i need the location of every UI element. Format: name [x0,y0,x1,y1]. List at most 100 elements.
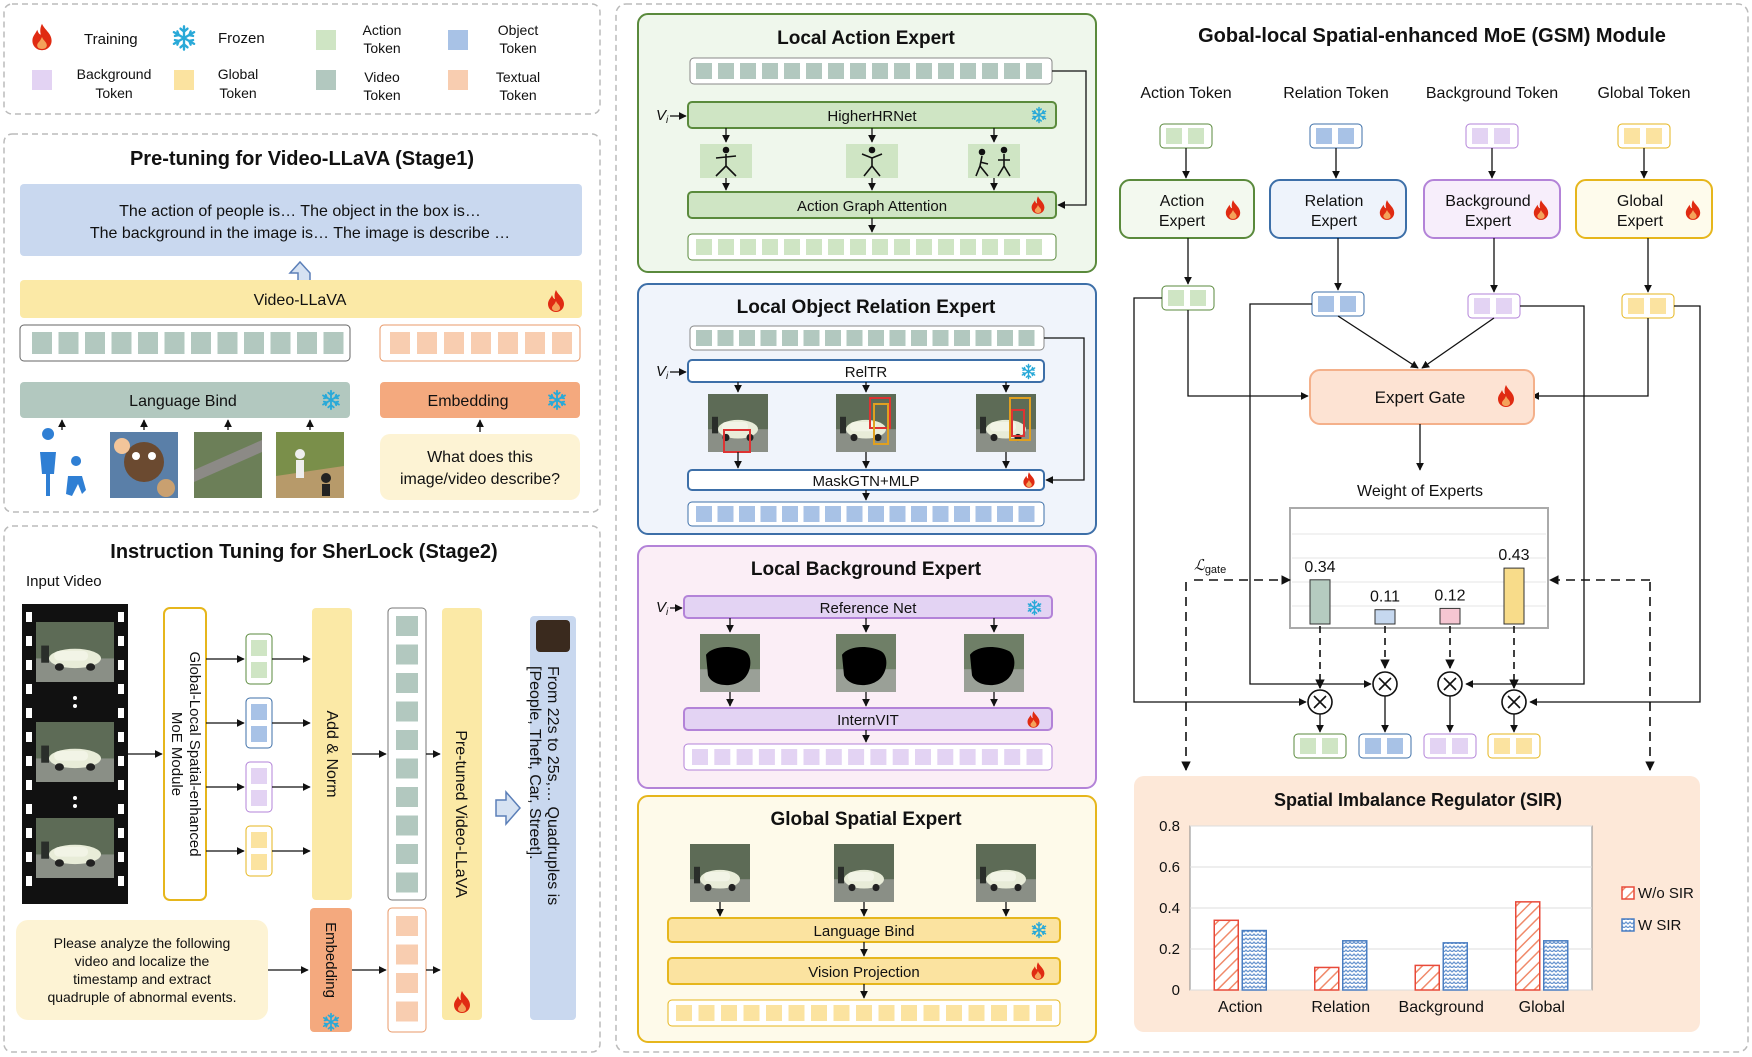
token-cell [946,1005,962,1021]
multiply-icon-glyphs [1313,677,1521,709]
legend-panel: Training Frozen Action Token Object Toke… [3,3,601,115]
token-cell [396,701,418,722]
token-cell [740,63,756,79]
token-cell [740,239,756,255]
gsm-module: Gobal-local Spatial-enhanced MoE (GSM) M… [1119,25,1713,1032]
relation-detection-frames [708,394,1036,453]
token-cell [396,730,418,750]
token-cell [696,506,712,522]
legend-swatch [1621,886,1635,900]
gsm-relation-expert-l2: Expert [1311,213,1358,230]
gsm-global-expert-l1: Global [1617,193,1663,210]
token-cell [58,332,79,354]
token-cell [396,787,418,807]
token-cell [968,1005,985,1021]
token-cell [892,749,909,765]
input-video-label: Input Video [26,573,102,590]
token-cell [894,239,910,255]
token-cell [396,944,418,965]
token-cells [696,63,1042,79]
add-norm-label: Add & Norm [323,710,340,797]
internvit-box [683,707,1053,731]
token-cell [982,63,998,79]
background-token-swatch [32,70,52,90]
video-llava-label: Video-LLaVA [254,292,347,309]
gsm-action-expert-l2: Expert [1159,213,1206,230]
vision-projection-label: Vision Projection [808,964,919,981]
weight-of-experts-label: Weight of Experts [1357,483,1483,500]
instruction-line4: quadruple of abnormal events. [47,989,236,1005]
y-tick-label: 0 [1172,982,1180,999]
token-cell [762,63,778,79]
token-cell [696,63,712,79]
token-cell [1036,1005,1052,1021]
token-cell [297,332,317,354]
action-graph-attention-label: Action Graph Attention [797,198,947,215]
legend-label: W/o SIR [1638,885,1694,902]
token-cell [781,749,798,765]
token-cell [217,332,238,354]
pretuned-llava-box [442,608,482,1020]
sir-bar [1241,929,1267,991]
token-cell [692,749,708,765]
legend-global-token-l2: Token [219,85,256,101]
global-token-swatch [174,70,194,90]
token-cell [828,239,844,255]
token-cell [806,239,822,255]
gsm-token-label-relation: Relation Token [1283,85,1389,102]
token-cell [894,63,910,79]
token-cell [244,332,264,354]
token-cell [138,332,158,354]
token-cell [552,332,572,354]
token-cell [975,506,992,522]
token-cell [954,330,970,346]
token-cell [417,332,437,354]
token-cell [396,872,418,893]
maskgtn-mlp-label: MaskGTN+MLP [812,473,919,490]
token-cell [932,330,949,346]
sir-title: Spatial Imbalance Regulator (SIR) [1274,790,1562,810]
token-cell [718,63,734,79]
legend-training: Training [84,31,138,48]
gsm-action-expert [1119,179,1255,239]
instruction-box [16,920,268,1020]
action-expert-title: Local Action Expert [777,28,955,49]
token-cell [784,63,800,79]
token-cell [1026,239,1042,255]
token-cell [758,749,775,765]
token-cell [1026,749,1043,765]
global-spatial-expert: Global Spatial Expert Language Bind Visi… [637,795,1097,1043]
token-cell [696,239,712,255]
video-token-swatch [316,70,336,90]
sir-bar [1543,940,1569,991]
stage2-embedding-box [310,908,352,1032]
sir-bar [1515,901,1541,991]
token-cell [739,506,755,522]
token-cell [868,330,884,346]
token-cell [954,506,970,522]
token-cell [525,332,545,354]
token-cell [396,916,418,936]
token-cell [806,63,822,79]
token-cell [938,239,954,255]
background-input-label: Vi [656,599,669,618]
stage2-video-token-cells [396,616,418,893]
local-action-expert: Local Action Expert Vi HigherHRNet Actio… [637,13,1097,273]
sir-bar [1342,940,1368,991]
token-cell [714,749,731,765]
embedding-bar [380,382,580,418]
gsm-module-box [163,607,207,901]
token-cell [164,332,185,354]
x-tick-label: Relation [1311,999,1370,1016]
token-cell [676,1005,692,1021]
stage1-text-token-cells [390,332,572,354]
token-cell [736,749,753,765]
token-cell [938,63,954,79]
action-token-swatch [316,30,336,50]
weight-bar [1439,607,1461,625]
token-cell [916,239,932,255]
gsm-background-expert-l1: Background [1445,193,1530,210]
x-tick-label: Background [1399,999,1484,1016]
embedding-label: Embedding [428,393,509,410]
stage1-input-images [28,428,344,498]
